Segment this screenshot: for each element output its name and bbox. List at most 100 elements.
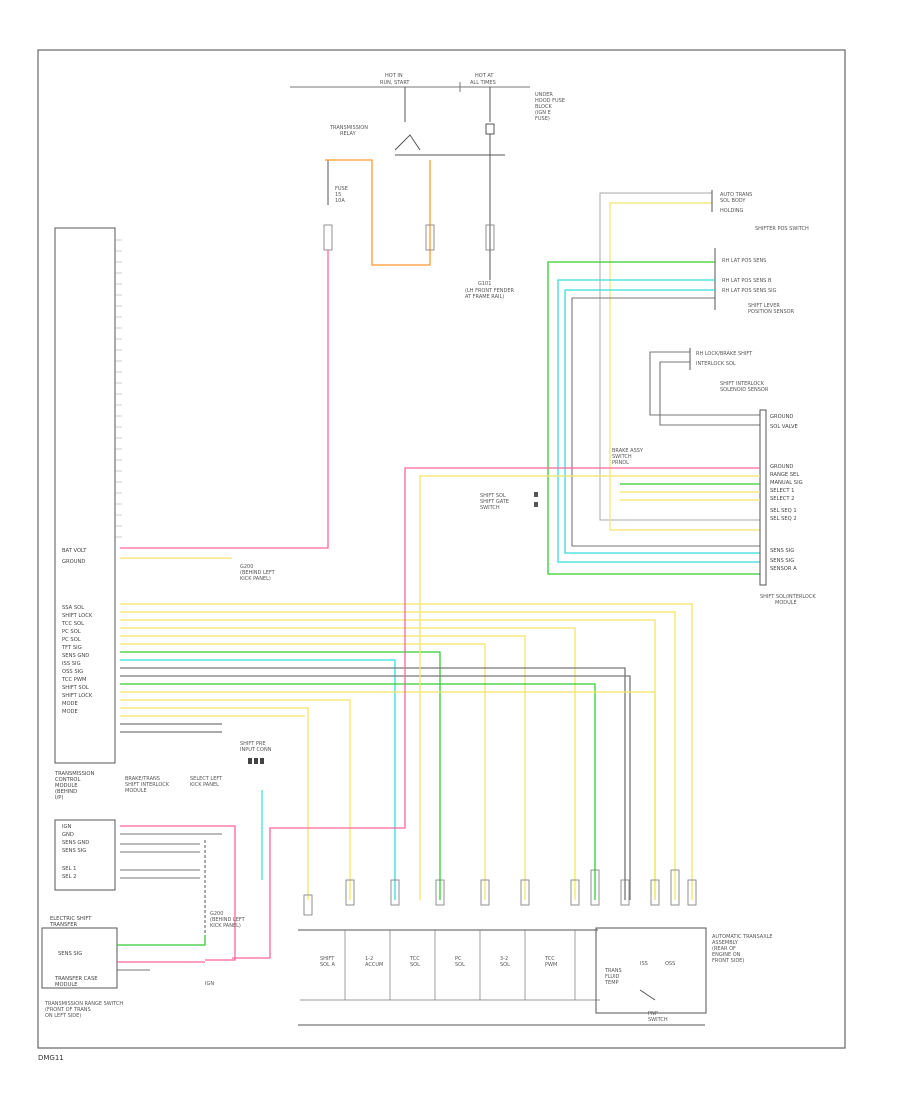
svg-text:RH LOCK/BRAKE SHIFT: RH LOCK/BRAKE SHIFT	[696, 351, 753, 357]
svg-text:15: 15	[335, 192, 341, 198]
svg-text:PC SOL: PC SOL	[62, 629, 81, 635]
svg-text:SHIFT INTERLOCK: SHIFT INTERLOCK	[720, 381, 765, 387]
svg-text:SOLENOID SENSOR: SOLENOID SENSOR	[720, 387, 769, 393]
svg-text:SOL: SOL	[500, 962, 510, 968]
svg-text:SWITCH: SWITCH	[648, 1017, 668, 1023]
svg-text:ISS: ISS	[640, 961, 648, 967]
svg-text:PRNDL: PRNDL	[612, 460, 629, 466]
svg-text:MANUAL SIG: MANUAL SIG	[770, 480, 803, 486]
svg-text:ALL TIMES: ALL TIMES	[470, 80, 496, 86]
svg-text:SENS SIG: SENS SIG	[58, 951, 82, 957]
svg-text:IGN: IGN	[205, 981, 214, 987]
svg-text:ASSEMBLY: ASSEMBLY	[712, 940, 739, 946]
svg-text:SHIFT LOCK: SHIFT LOCK	[62, 613, 93, 619]
figure-id: DMG11	[38, 1054, 64, 1062]
interconnect-wires	[269, 467, 760, 905]
svg-text:OSS SIG: OSS SIG	[62, 669, 83, 675]
power-supply-section: HOT IN RUN, START HOT AT ALL TIMES UNDER…	[290, 73, 565, 300]
svg-text:GROUND: GROUND	[770, 414, 793, 420]
svg-text:SHIFT LEVER: SHIFT LEVER	[748, 303, 780, 309]
svg-text:SEL 1: SEL 1	[62, 866, 76, 872]
svg-text:SHIFT SOL/INTERLOCK: SHIFT SOL/INTERLOCK	[760, 594, 816, 600]
svg-text:SEL SEQ 2: SEL SEQ 2	[770, 516, 797, 522]
svg-text:(REAR OF: (REAR OF	[712, 946, 736, 952]
svg-text:SEL SEQ 1: SEL SEQ 1	[770, 508, 797, 514]
svg-text:FLUID: FLUID	[605, 974, 620, 980]
svg-text:HOLDING: HOLDING	[720, 208, 744, 214]
svg-text:SENSOR A: SENSOR A	[770, 566, 797, 572]
svg-text:PC: PC	[455, 956, 462, 962]
svg-text:RELAY: RELAY	[340, 131, 357, 137]
svg-text:KICK PANEL): KICK PANEL)	[240, 576, 271, 582]
svg-text:MODE: MODE	[62, 709, 78, 715]
svg-text:MODULE: MODULE	[55, 783, 78, 789]
svg-text:SOL: SOL	[410, 962, 420, 968]
pcm-connector: BAT VOLT GROUND SSA SOL SHIFT LOCK TCC S…	[54, 227, 122, 801]
svg-text:FRONT SIDE): FRONT SIDE)	[712, 958, 744, 964]
svg-text:(IGN E: (IGN E	[535, 110, 551, 116]
diagram-border	[37, 49, 846, 1049]
svg-text:(BEHIND LEFT: (BEHIND LEFT	[240, 570, 276, 576]
upper-right-components: AUTO TRANS SOL BODY HOLDING SHIFTER POS …	[480, 190, 816, 606]
svg-text:SELECT LEFT: SELECT LEFT	[190, 776, 223, 782]
svg-text:SENS SIG: SENS SIG	[770, 548, 794, 554]
ground-label-pcm: G200	[240, 564, 253, 570]
svg-text:KICK PANEL): KICK PANEL)	[210, 923, 241, 929]
svg-text:10A: 10A	[335, 198, 345, 204]
svg-text:RH LAT POS SENS: RH LAT POS SENS	[722, 258, 766, 264]
svg-text:TRANSMISSION RANGE SWITCH: TRANSMISSION RANGE SWITCH	[44, 1001, 123, 1007]
lower-left-modules: IGN GND SENS GND SENS SIG SEL 1 SEL 2 BR…	[41, 776, 271, 1019]
svg-text:GND: GND	[62, 832, 74, 838]
svg-text:TEMP: TEMP	[604, 980, 619, 986]
svg-text:POSITION SENSOR: POSITION SENSOR	[748, 309, 795, 315]
svg-text:SEL 2: SEL 2	[62, 874, 76, 880]
svg-text:SHIFT SOL: SHIFT SOL	[62, 685, 89, 691]
svg-text:SHIFT SOL: SHIFT SOL	[480, 493, 506, 499]
svg-text:SOL: SOL	[455, 962, 465, 968]
svg-text:GROUND: GROUND	[770, 464, 793, 470]
svg-text:SHIFT: SHIFT	[320, 956, 335, 962]
svg-text:SELECT 2: SELECT 2	[770, 496, 794, 502]
svg-text:SOL BODY: SOL BODY	[720, 198, 746, 204]
svg-text:SENS GND: SENS GND	[62, 653, 89, 659]
svg-text:SHIFTER POS SWITCH: SHIFTER POS SWITCH	[755, 226, 809, 232]
pcm-output-wires	[120, 250, 693, 900]
svg-text:PWM: PWM	[545, 962, 557, 968]
svg-text:SENS GND: SENS GND	[62, 840, 89, 846]
svg-text:PNP: PNP	[648, 1011, 658, 1017]
svg-text:CONTROL: CONTROL	[55, 777, 80, 783]
svg-text:HOT AT: HOT AT	[475, 73, 494, 79]
svg-text:AUTOMATIC TRANSAXLE: AUTOMATIC TRANSAXLE	[712, 934, 773, 940]
svg-text:FUSE: FUSE	[335, 186, 348, 192]
svg-text:BRAKE ASSY: BRAKE ASSY	[612, 448, 644, 454]
svg-text:AT FRAME RAIL): AT FRAME RAIL)	[465, 294, 504, 300]
svg-text:RH LAT POS SENS SIG: RH LAT POS SENS SIG	[722, 288, 777, 294]
svg-text:G101: G101	[478, 281, 491, 287]
svg-text:RANGE SEL: RANGE SEL	[770, 472, 799, 478]
svg-text:KICK PANEL: KICK PANEL	[190, 782, 219, 788]
svg-text:TCC PWM: TCC PWM	[61, 677, 87, 683]
svg-text:MODULE: MODULE	[775, 600, 797, 606]
svg-text:(BEHIND: (BEHIND	[55, 789, 77, 795]
svg-text:PC SOL: PC SOL	[62, 637, 81, 643]
svg-text:BRAKE/TRANS: BRAKE/TRANS	[125, 776, 160, 782]
svg-text:SENS SIG: SENS SIG	[62, 848, 86, 854]
svg-text:GROUND: GROUND	[62, 559, 85, 565]
svg-text:ELECTRIC SHIFT: ELECTRIC SHIFT	[50, 916, 92, 922]
svg-text:HOT IN: HOT IN	[385, 73, 403, 79]
svg-text:(BEHIND LEFT: (BEHIND LEFT	[210, 917, 246, 923]
svg-text:SOL VALVE: SOL VALVE	[770, 424, 798, 430]
svg-text:UNDER: UNDER	[535, 92, 553, 98]
svg-text:SHIFT LOCK: SHIFT LOCK	[62, 693, 93, 699]
svg-text:AUTO TRANS: AUTO TRANS	[720, 192, 752, 198]
svg-text:ACCUM: ACCUM	[365, 962, 383, 968]
solenoid-row: SHIFT SOL A 1-2 ACCUM TCC SOL PC SOL 3-2…	[298, 869, 773, 1026]
svg-text:HOOD FUSE: HOOD FUSE	[535, 98, 565, 104]
svg-text:(FRONT OF TRANS: (FRONT OF TRANS	[45, 1007, 91, 1013]
svg-text:TCC: TCC	[409, 956, 420, 962]
svg-text:ON LEFT SIDE): ON LEFT SIDE)	[45, 1013, 81, 1019]
svg-text:TRANSMISSION: TRANSMISSION	[329, 125, 368, 131]
svg-text:SENS SIG: SENS SIG	[770, 558, 794, 564]
svg-text:SHIFT PRE: SHIFT PRE	[240, 741, 266, 747]
